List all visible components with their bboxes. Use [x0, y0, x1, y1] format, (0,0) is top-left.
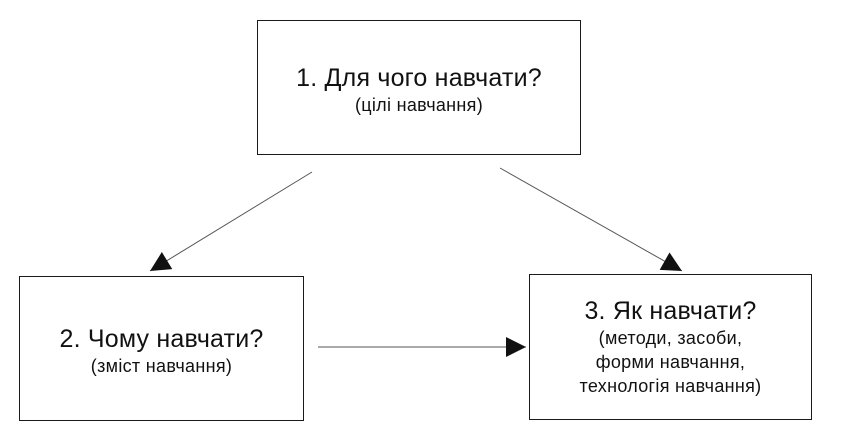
content-subtitle: (зміст навчання)	[90, 355, 233, 376]
methods-line-2: форми навчання,	[595, 352, 746, 372]
content-box: 2. Чому навчати? (зміст навчання)	[19, 276, 304, 421]
methods-line-1: (методи, засоби,	[598, 328, 743, 348]
goals-subtitle: (цілі навчання)	[354, 94, 484, 115]
goals-title: 1. Для чого навчати?	[296, 63, 542, 92]
arrow-goals-to-content	[149, 171, 313, 272]
goals-box: 1. Для чого навчати? (цілі навчання)	[257, 20, 581, 155]
arrow-goals-to-methods	[499, 167, 683, 272]
methods-box: 3. Як навчати? (методи, засоби, форми на…	[529, 274, 812, 420]
methods-line-3: технологія навчання)	[579, 376, 762, 396]
methods-title: 3. Як навчати?	[584, 297, 757, 325]
content-title: 2. Чому навчати?	[59, 324, 264, 353]
